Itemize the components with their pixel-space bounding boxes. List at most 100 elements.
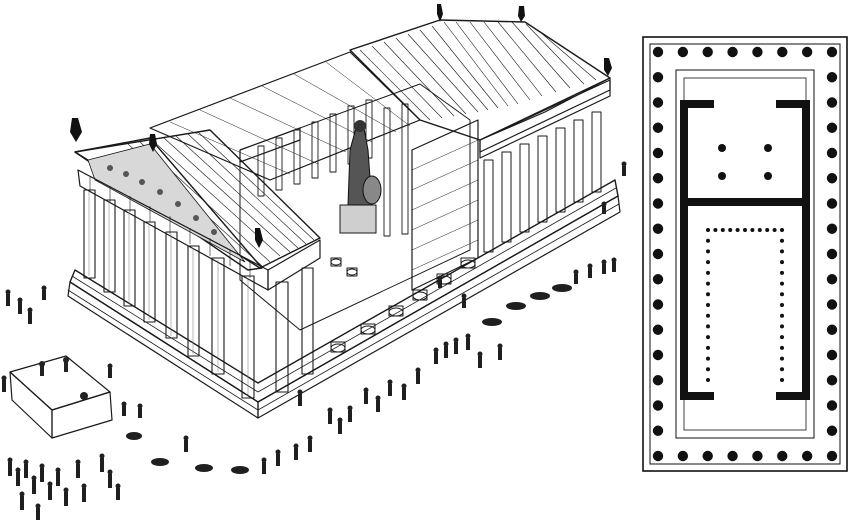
plan-column — [826, 324, 838, 335]
plan-column — [801, 450, 813, 462]
plan-column — [826, 349, 838, 361]
plan-walls — [680, 100, 810, 400]
plan-inner-column — [706, 324, 710, 329]
plan-inner-column — [706, 260, 710, 265]
plan-inner-column — [706, 270, 710, 275]
plan-inner-column — [780, 378, 784, 382]
plan-column — [652, 400, 664, 411]
side-entablature — [267, 239, 321, 291]
plan-column — [826, 173, 838, 184]
plan-column — [826, 198, 838, 209]
plan-inner-column — [780, 356, 784, 361]
plan-inner-column — [750, 228, 755, 232]
plan-inner-column — [780, 281, 784, 286]
plan-inner-column — [780, 292, 784, 297]
plan-column — [826, 425, 838, 436]
plan-column — [652, 122, 664, 133]
plan-column — [677, 46, 689, 58]
plan-inner-column — [735, 228, 740, 232]
plan-inner-column — [706, 249, 710, 254]
altar — [9, 355, 113, 439]
rear-colonnade — [479, 79, 611, 253]
plan-column — [752, 450, 763, 462]
plan-column — [826, 72, 838, 83]
plan-inner-column — [706, 228, 710, 232]
plan-column — [652, 72, 664, 83]
plan-inner-column — [780, 313, 784, 318]
plan-inner-column — [765, 228, 770, 232]
plan-column — [826, 274, 838, 285]
plan-column — [826, 46, 838, 58]
plan-column — [652, 274, 664, 285]
plan-outer-border — [642, 36, 848, 472]
front-colonnade — [83, 189, 255, 399]
plan-inner-column — [772, 228, 777, 232]
plan-column — [652, 46, 664, 58]
plan-column — [777, 46, 788, 58]
plan-inner-column — [743, 228, 747, 232]
plan-inner-column — [780, 228, 784, 232]
plan-inner-column — [720, 228, 725, 232]
plan-opisthodomos-columns — [718, 144, 772, 180]
plan-column — [826, 400, 838, 411]
plan-column — [826, 248, 838, 260]
plan-inner-column — [706, 303, 710, 307]
plan-column — [826, 97, 838, 108]
plan-inner-column — [780, 238, 784, 243]
plan-column — [652, 173, 664, 184]
front-roof — [70, 118, 321, 271]
plan-inner-column — [706, 378, 710, 382]
plan-inner-column — [780, 260, 784, 265]
plan-inner-column — [780, 324, 784, 329]
plan-column — [702, 46, 713, 58]
plan-inner-column — [706, 367, 710, 372]
plan-peristyle-columns — [652, 46, 838, 462]
plan-inner-platform — [675, 69, 815, 439]
plan-inner-column — [706, 281, 710, 286]
plan-column — [727, 450, 738, 462]
plan-column — [652, 248, 664, 260]
side-colonnade — [275, 267, 314, 393]
plan-column — [826, 375, 838, 386]
plan-column — [801, 46, 813, 58]
plan-inner-column — [757, 228, 762, 232]
plan-inner-column — [706, 313, 710, 318]
plan-column — [752, 46, 763, 58]
plan-column — [652, 198, 664, 209]
plan-column — [727, 46, 738, 58]
floor-plan — [642, 36, 848, 472]
plan-column — [826, 223, 838, 234]
plan-inner-column — [713, 228, 718, 232]
plan-stylobate — [649, 43, 841, 465]
plan-column — [652, 223, 664, 234]
temple-platform — [67, 179, 621, 419]
column-drums — [330, 257, 476, 353]
plan-inner-column — [706, 292, 710, 297]
plan-column — [652, 299, 664, 310]
rear-roof — [349, 4, 612, 153]
plan-column — [826, 147, 838, 159]
plan-column — [652, 324, 664, 335]
cella-cutaway — [149, 51, 479, 331]
plan-column — [702, 450, 713, 462]
plan-inner-column — [780, 367, 784, 372]
plan-column — [652, 450, 664, 462]
plan-column — [652, 147, 664, 159]
plan-inner-column — [780, 345, 784, 350]
plan-column — [777, 450, 788, 462]
procession-figures — [1, 161, 627, 520]
plan-inner-column — [706, 345, 710, 350]
plan-inner-column — [706, 356, 710, 361]
plan-inner-column — [780, 303, 784, 307]
plan-column — [652, 97, 664, 108]
acroterion-figure — [437, 4, 612, 76]
plan-column — [677, 450, 689, 462]
acroterion-figure — [70, 118, 263, 248]
plan-inner-column — [780, 270, 784, 275]
plan-column — [826, 122, 838, 133]
temple-axonometric — [67, 4, 621, 419]
plan-column — [652, 375, 664, 386]
plan-inner-column — [780, 249, 784, 254]
athena-statue — [339, 120, 382, 234]
